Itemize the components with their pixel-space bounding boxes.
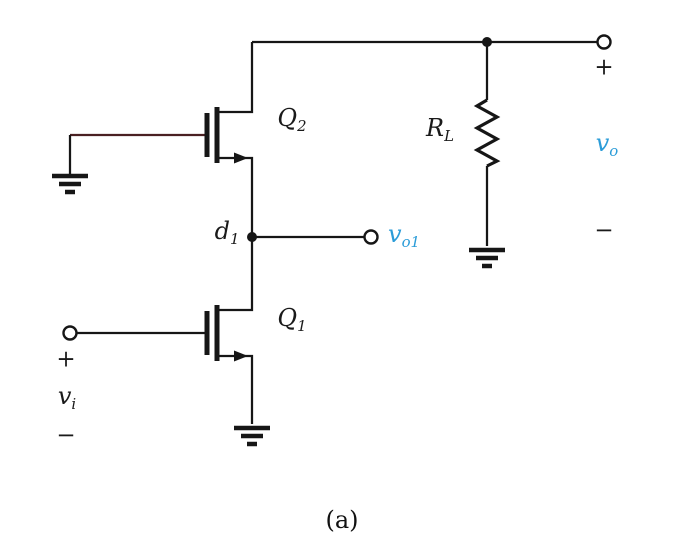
label-vi: vi xyxy=(57,381,77,414)
figure-caption: (a) xyxy=(325,506,359,534)
node-dot-output xyxy=(482,37,492,47)
terminal-vo xyxy=(596,34,612,50)
label-q1: Q1 xyxy=(277,303,307,336)
q2-transistor-symbol xyxy=(70,42,254,237)
ground-symbol-rl xyxy=(469,247,505,269)
terminal-vo1 xyxy=(363,229,379,245)
label-q2: Q2 xyxy=(277,103,307,136)
ground-symbol-q2-gate xyxy=(52,173,88,195)
ground-symbol-q1-source xyxy=(234,425,270,447)
q2-source-arrow-icon xyxy=(234,152,248,164)
terminal-vi xyxy=(62,325,78,341)
label-rl: RL xyxy=(426,113,454,146)
q2-drain-lead xyxy=(217,42,254,114)
q1-source-lead xyxy=(217,354,254,424)
input-plus-sign: + xyxy=(56,346,76,373)
rl-resistor xyxy=(473,42,501,246)
input-minus-sign: − xyxy=(56,422,76,449)
q2-source-lead xyxy=(217,156,254,237)
q1-transistor-symbol xyxy=(76,237,254,424)
q1-source-arrow-icon xyxy=(234,350,248,362)
output-minus-sign: − xyxy=(594,217,614,244)
resistor-zigzag xyxy=(473,98,501,168)
q1-drain-lead xyxy=(217,237,254,312)
node-dot-d1 xyxy=(247,232,257,242)
label-d1: d1 xyxy=(214,216,240,249)
output-plus-sign: + xyxy=(594,54,614,81)
label-vo: vo xyxy=(595,128,619,161)
label-vo1: vo1 xyxy=(388,219,420,252)
